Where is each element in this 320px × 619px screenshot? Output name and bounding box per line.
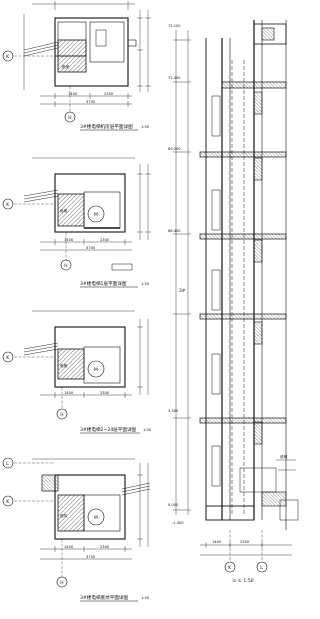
plan-machine-room: 1400 2300 3700 机房 K H 3#楼电梯机房层平面详图 1:50: [2, 1, 151, 131]
plan2-dim-right: 2300: [100, 238, 110, 242]
plan3-axis-bottom-label: H: [60, 412, 63, 418]
plan4-lift-mark: M: [94, 515, 98, 521]
plan2-axis-label: K: [6, 202, 9, 208]
section-axis-l: L: [260, 565, 263, 571]
floor-slabs: [199, 233, 287, 424]
section-floors-label: 3#: [179, 288, 186, 294]
plan4-caption: 3#楼电梯底坑平面详图: [80, 594, 129, 601]
plan3-scale: 1:50: [143, 428, 152, 432]
plan4-axis-top-label: L: [6, 461, 9, 467]
plan1-axis-bubble: [2, 50, 14, 62]
plan2-dim-total: 3700: [86, 246, 96, 250]
plan4-lift-symbol: [87, 508, 105, 526]
plan4-axis-mid-label: K: [6, 499, 9, 505]
plan1-axis-bottom-label: H: [68, 115, 71, 121]
plan4-dim-left: 1400: [64, 545, 74, 549]
plan4-room-label: 底坑: [60, 513, 68, 518]
floor-slab: [199, 417, 287, 424]
plan2-axis-bubble: [2, 198, 14, 210]
plan1-dim-total: 3700: [86, 100, 96, 104]
plan-ground-floor: M 1400 2300 3700 电梯 K H 3#楼电梯1层平面详图 1:50: [2, 157, 151, 288]
plan2-caption: 3#楼电梯1层平面详图: [80, 280, 127, 287]
elevator-shaft-section: 73.100 72.000 69.200 66.400 3.300 0.000 …: [168, 20, 299, 584]
plan1-axis-bottom-bubble: [64, 111, 76, 123]
plan1-dim-right: 2300: [104, 92, 114, 96]
plan4-axis-bottom-label: H: [60, 580, 63, 586]
plan1-scale: 1:50: [141, 125, 150, 129]
plan2-axis-bottom-label: H: [64, 263, 67, 269]
plan1-room-label: 机房: [62, 64, 70, 69]
plan2-lift-symbol: [87, 205, 105, 223]
plan3-axis-bottom-bubble: [56, 408, 68, 420]
section-dim-left: 1400: [212, 540, 222, 544]
plan4-dim-right: 2300: [100, 545, 110, 549]
plan2-axis-bottom-bubble: [60, 259, 72, 271]
plan3-dim-left: 1400: [64, 391, 74, 395]
plan3-caption: 3#楼电梯2~24层平面详图: [80, 426, 137, 433]
plan3-axis-bubble: [2, 351, 14, 363]
level-mark-1: 73.100: [168, 24, 181, 28]
plan4-dim-total: 3700: [86, 555, 96, 559]
plan3-axis-label: K: [6, 355, 9, 361]
plan-pit: M 1400 2300 3700 底坑 L K H 3#楼电梯底坑平面详图 1:…: [2, 457, 151, 602]
plan1-axis-label: K: [6, 54, 9, 60]
plan4-axis-bubble-mid: [2, 495, 14, 507]
plan3-dim-right: 2300: [100, 391, 110, 395]
level-mark-4: 66.400: [168, 229, 181, 233]
elevator-detail-drawing: 1400 2300 3700 机房 K H 3#楼电梯机房层平面详图 1:50 …: [2, 1, 299, 602]
section-note: 说明: [280, 454, 288, 459]
floor-slab: [199, 313, 287, 320]
plan3-lift-symbol: [87, 360, 105, 378]
floor-slab: [199, 233, 287, 240]
plan2-scale: 1:50: [141, 282, 150, 286]
level-mark-3: 69.200: [168, 147, 181, 151]
plan4-axis-bubble-bottom: [56, 576, 68, 588]
plan4-scale: 1:50: [141, 596, 150, 600]
level-mark-2: 72.000: [168, 76, 181, 80]
plan2-lift-mark: M: [94, 212, 98, 218]
plan2-dim-left: 1400: [64, 238, 74, 242]
plan4-axis-bubble-top: [2, 457, 14, 469]
plan3-lift-mark: M: [94, 367, 98, 373]
plan3-room-label: 电梯: [60, 363, 68, 368]
plan1-caption: 3#楼电梯机房层平面详图: [80, 123, 133, 130]
level-mark-6: 0.000: [168, 503, 179, 507]
section-axis-bubble-k: [224, 561, 236, 573]
level-mark-7: -1.400: [172, 521, 184, 525]
plan-typical-floors: M 1400 2300 电梯 K H 3#楼电梯2~24层平面详图 1:50: [2, 310, 152, 434]
section-dim-right: 2300: [240, 540, 250, 544]
section-caption: ①-① 1:50: [232, 578, 254, 584]
plan2-room-label: 电梯: [60, 208, 68, 213]
level-mark-5: 3.300: [168, 409, 179, 413]
plan1-dim-left: 1400: [68, 92, 78, 96]
section-axis-k: K: [228, 565, 231, 571]
section-axis-bubble-l: [256, 561, 268, 573]
